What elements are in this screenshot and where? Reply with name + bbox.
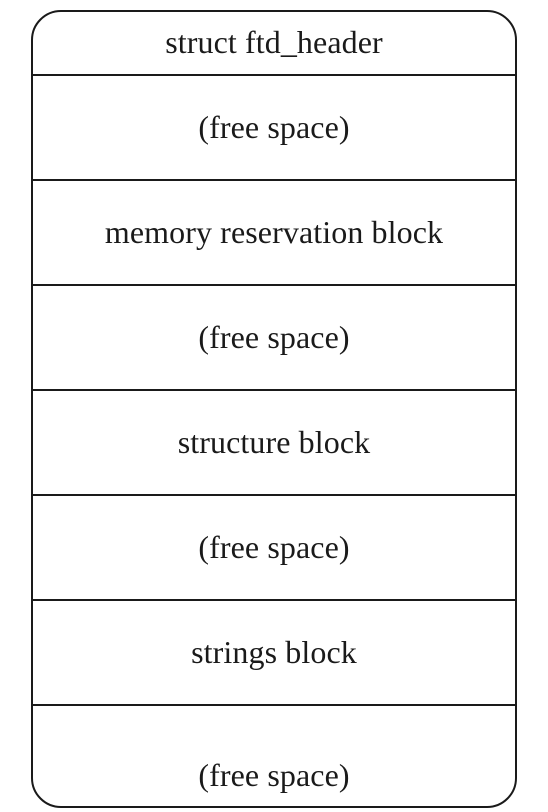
strings-block-label: strings block: [191, 634, 357, 670]
strings-block: strings block: [33, 599, 515, 704]
header-block-label: struct ftd_header: [165, 23, 383, 60]
free-space-label: (free space): [198, 109, 350, 145]
memory-reservation-block: memory reservation block: [33, 179, 515, 284]
free-space-block: (free space): [33, 74, 515, 179]
free-space-label: (free space): [198, 756, 350, 793]
free-space-block: (free space): [33, 284, 515, 389]
free-space-label: (free space): [198, 529, 350, 565]
free-space-block: (free space): [33, 704, 515, 806]
free-space-block: (free space): [33, 494, 515, 599]
structure-block: structure block: [33, 389, 515, 494]
structure-block-label: structure block: [177, 424, 371, 460]
header-block: struct ftd_header: [33, 12, 515, 74]
memory-layout-diagram: struct ftd_header (free space) memory re…: [31, 10, 517, 808]
free-space-label: (free space): [198, 319, 350, 355]
memory-reservation-label: memory reservation block: [104, 214, 444, 250]
